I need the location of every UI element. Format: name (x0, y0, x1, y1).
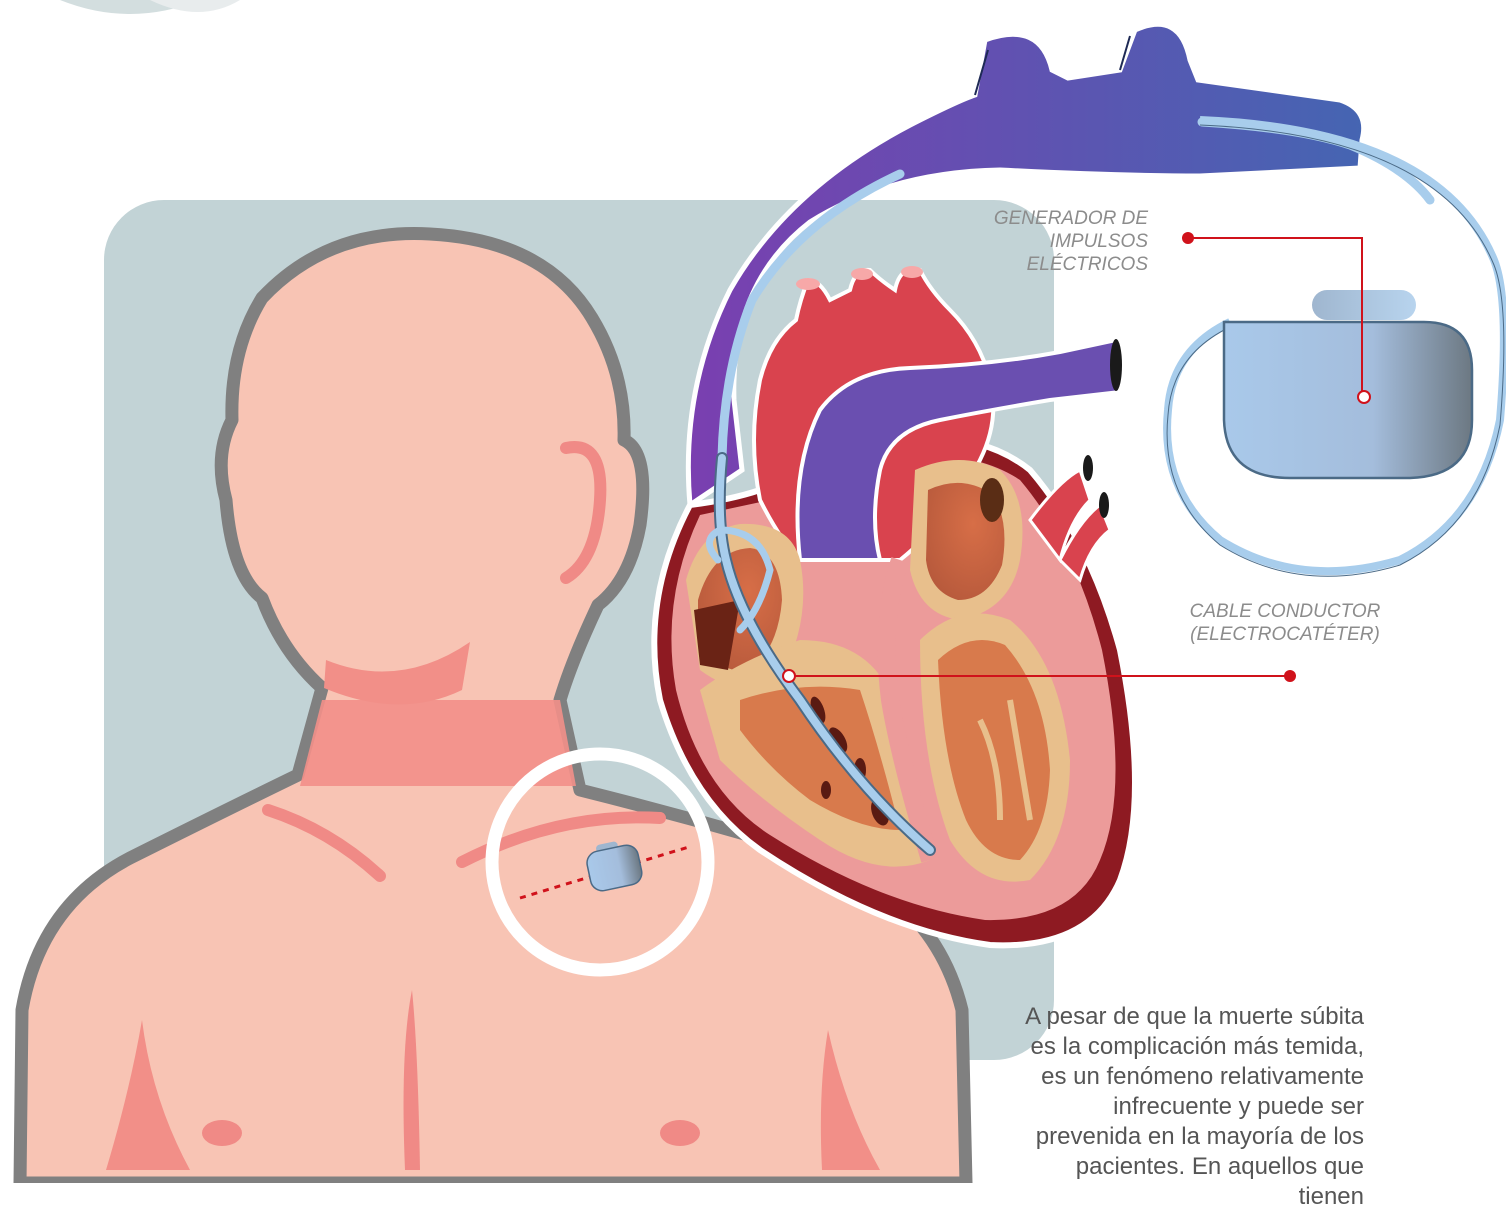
generator-label-line: GENERADOR DE (994, 207, 1148, 230)
right-nipple (660, 1120, 700, 1146)
caption-text: A pesar de que la muerte súbita es la co… (1020, 1002, 1364, 1212)
generator-label: GENERADOR DE IMPULSOS ELÉCTRICOS (994, 207, 1148, 276)
corner-decoration (60, 0, 240, 14)
cable-label-line: CABLE CONDUCTOR (1170, 600, 1400, 623)
generator-label-line: ELÉCTRICOS (994, 253, 1148, 276)
generator-label-line: IMPULSOS (994, 230, 1148, 253)
cable-label-line: (ELECTROCATÉTER) (1170, 623, 1400, 646)
pulse-generator-device (1224, 290, 1472, 478)
left-nipple (202, 1120, 242, 1146)
cable-label: CABLE CONDUCTOR (ELECTROCATÉTER) (1170, 600, 1400, 646)
